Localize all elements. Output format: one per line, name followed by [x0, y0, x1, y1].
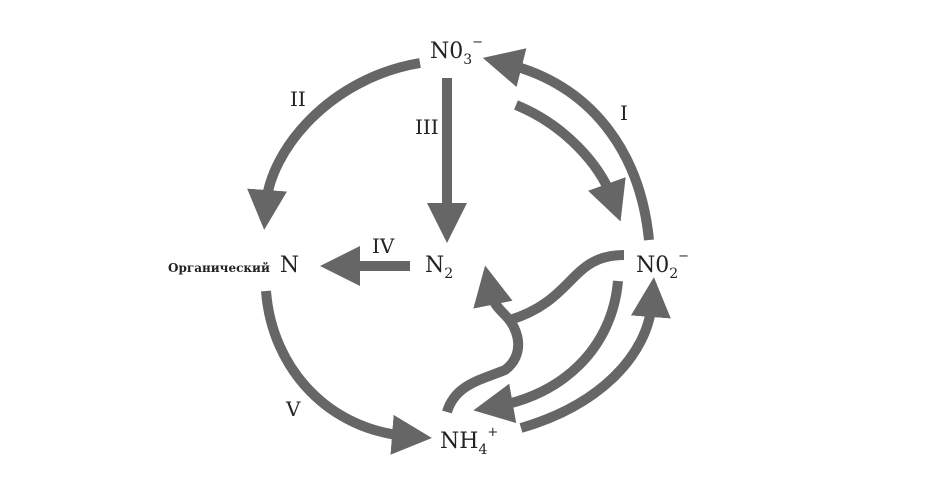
- process-label-v: V: [285, 397, 301, 421]
- process-label-iv: IV: [372, 234, 395, 258]
- node-n2: N2: [425, 253, 453, 282]
- process-label-i: I: [620, 101, 628, 125]
- arrow-ii-no3-to-organic: [247, 58, 421, 230]
- node-no2: N02−: [636, 249, 689, 282]
- arrow-v-organic-to-nh4: [261, 290, 432, 455]
- arrow-nh4-to-no2: [519, 277, 671, 433]
- arrow-i-no2-to-no3: [482, 48, 654, 241]
- node-no3: N03−: [430, 35, 483, 68]
- arrow-no2-to-nh4: [473, 280, 623, 424]
- process-label-iii: III: [415, 115, 439, 139]
- process-label-ii: II: [290, 87, 306, 111]
- node-nh4: NH4+: [440, 425, 498, 458]
- arrow-no2-branch-to-n2: [508, 250, 625, 325]
- arrow-no3-to-no2: [514, 100, 626, 222]
- arrow-nh4-to-n2-wavy: [442, 265, 524, 414]
